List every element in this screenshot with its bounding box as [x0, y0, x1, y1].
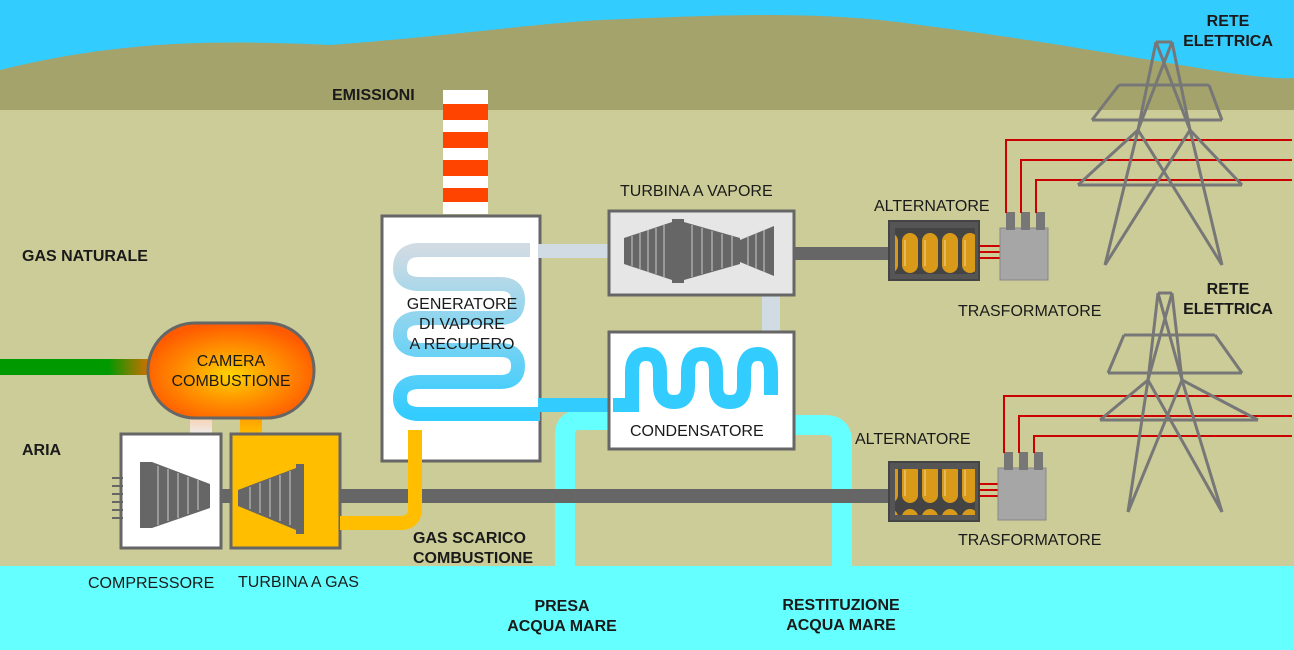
combustion-chamber — [146, 321, 316, 420]
hrsg-serpentine-tube — [392, 243, 540, 421]
label-trasformatore-bottom: TRASFORMATORE — [958, 532, 1102, 549]
label-alternatore-bottom: ALTERNATORE — [855, 431, 971, 448]
label-alternatore-top: ALTERNATORE — [874, 198, 990, 215]
label-compressore: COMPRESSORE — [88, 575, 215, 592]
pylon-top — [1076, 40, 1244, 266]
label-condensatore: CONDENSATORE — [630, 423, 764, 440]
power-lines-bottom — [1003, 395, 1292, 453]
transformer-top — [999, 227, 1049, 281]
steam-pipe — [538, 244, 610, 258]
label-turbina-vapore: TURBINA A VAPORE — [620, 183, 773, 200]
condenser-coil — [613, 346, 778, 412]
label-gas-scarico: GAS SCARICO COMBUSTIONE — [413, 530, 533, 567]
label-presa-acqua-mare: PRESA ACQUA MARE — [507, 598, 617, 635]
label-aria: ARIA — [22, 442, 62, 459]
label-trasformatore-top: TRASFORMATORE — [958, 303, 1102, 320]
gas-turbine-rotor — [238, 468, 296, 530]
seawater-return-pipe — [794, 415, 852, 566]
compressor-air-inlet-fins — [112, 477, 123, 519]
sea — [0, 566, 1294, 650]
label-generatore: GENERATORE DI VAPORE A RECUPERO — [406, 296, 518, 353]
label-camera-combustione: CAMERA COMBUSTIONE — [171, 353, 291, 390]
label-restituzione-acqua-mare: RESTITUZIONE ACQUA MARE — [782, 597, 900, 634]
transformer-bottom — [997, 467, 1047, 521]
upper-shaft — [794, 247, 890, 260]
power-lines-top — [1005, 139, 1292, 213]
condensate-pipe — [538, 398, 613, 412]
exhaust-gas-pipe — [340, 430, 422, 530]
lower-shaft — [210, 489, 890, 503]
label-rete-elettrica-top: RETE ELETTRICA — [1183, 13, 1273, 50]
pylon-bottom — [1099, 291, 1259, 513]
chimney — [443, 90, 488, 214]
natural-gas-pipe — [0, 359, 110, 375]
label-gas-naturale: GAS NATURALE — [22, 248, 148, 265]
label-emissioni: EMISSIONI — [332, 87, 415, 104]
label-turbina-gas: TURBINA A GAS — [238, 574, 359, 591]
label-rete-elettrica-bottom: RETE ELETTRICA — [1183, 281, 1273, 318]
seawater-intake-pipe — [555, 410, 610, 566]
